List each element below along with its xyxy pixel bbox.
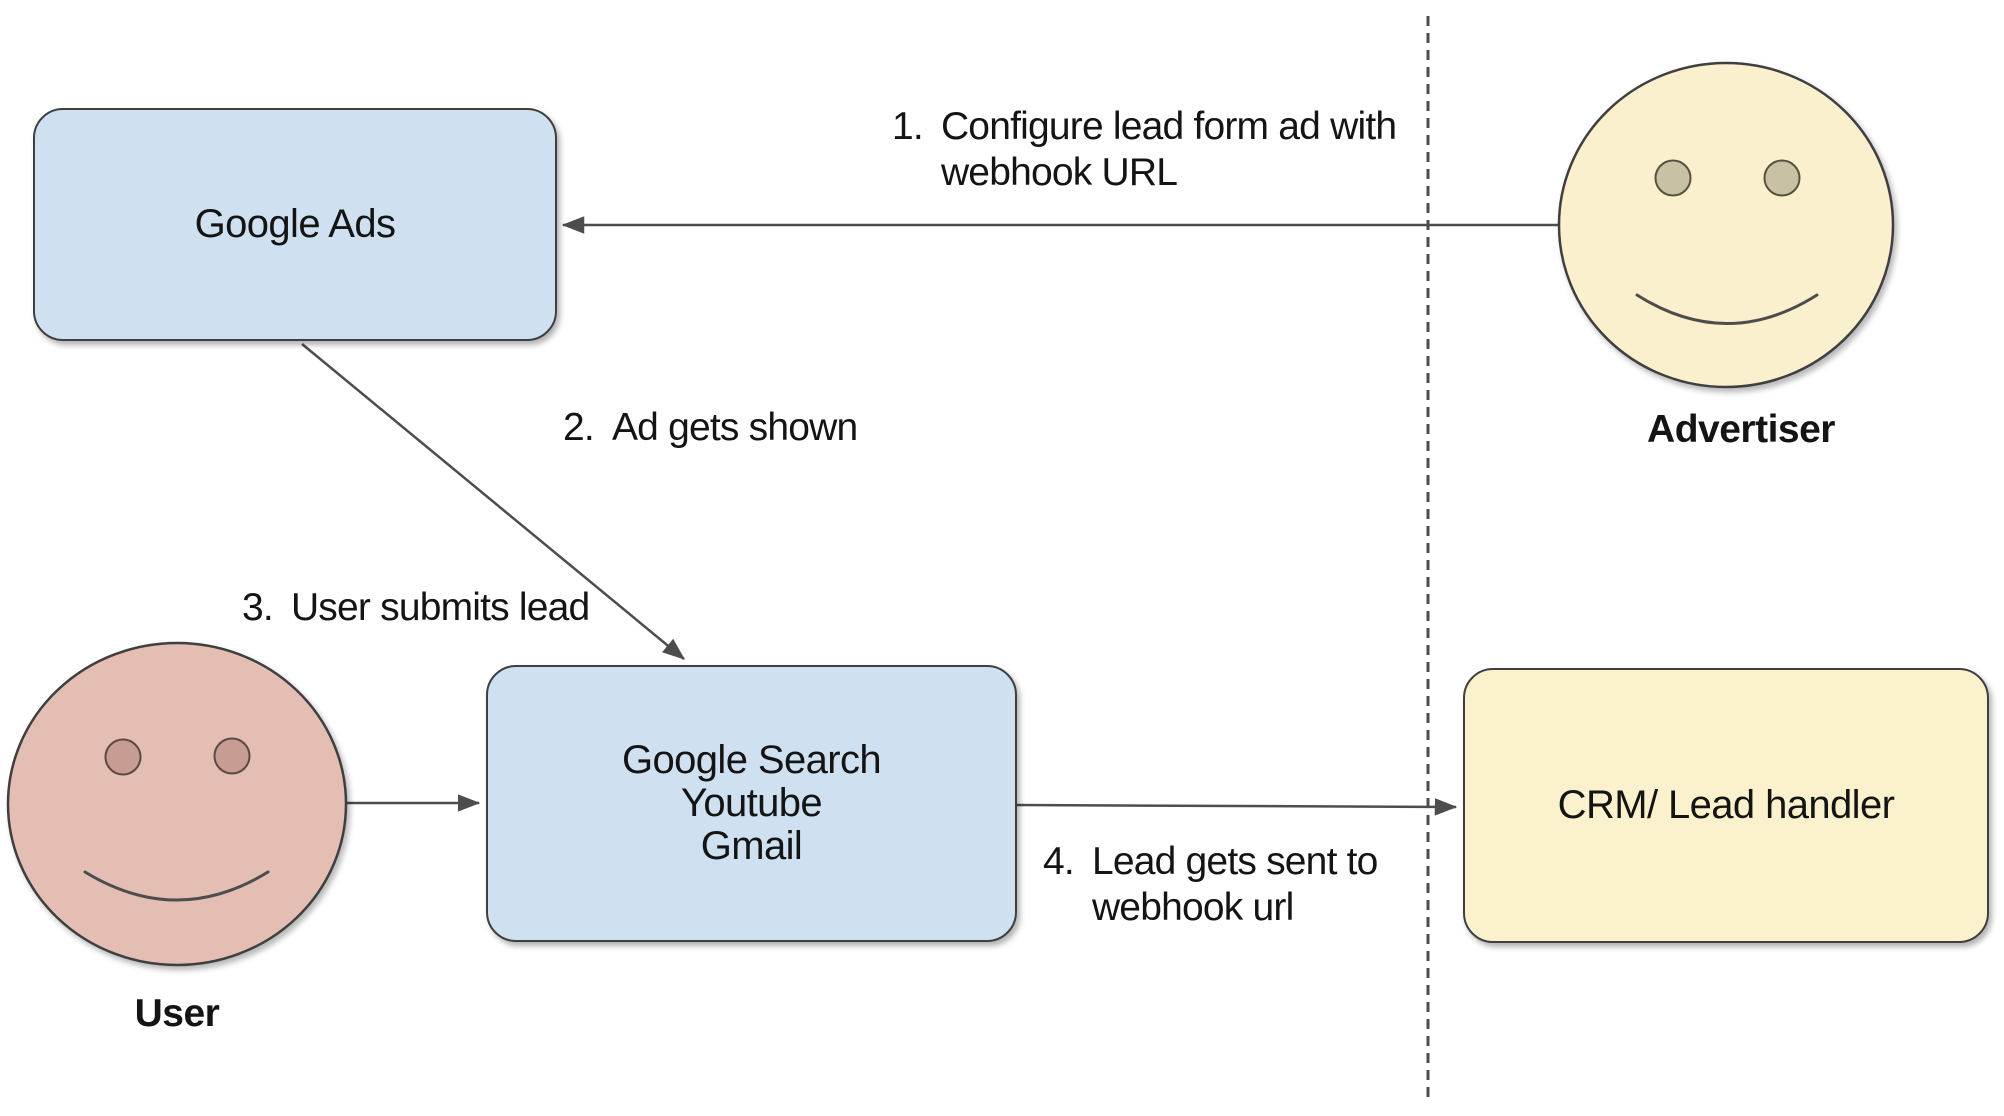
step-3-label: 3. User submits lead xyxy=(242,585,590,631)
google-surfaces-node: Google Search Youtube Gmail xyxy=(486,665,1017,942)
step-4-line2: webhook url xyxy=(1091,886,1294,929)
crm-label: CRM/ Lead handler xyxy=(1557,783,1895,827)
advertiser-head xyxy=(1557,61,1895,389)
user-caption: User xyxy=(134,992,220,1035)
surface-youtube-label: Youtube xyxy=(680,781,823,825)
user-left-eye-icon xyxy=(104,738,142,776)
step-4-label: 4. Lead gets sent to webhook url xyxy=(1043,839,1378,931)
advertiser-right-eye-icon xyxy=(1763,159,1801,197)
arrow-ad-gets-shown xyxy=(301,343,685,660)
crm-lead-handler-node: CRM/ Lead handler xyxy=(1463,668,1989,943)
advertiser-left-eye-icon xyxy=(1654,159,1692,197)
advertiser-caption: Advertiser xyxy=(1647,408,1835,451)
advertiser-face-icon xyxy=(1557,61,1895,389)
step-2-line1: Ad gets shown xyxy=(611,406,858,449)
step-1-number: 1. xyxy=(892,105,924,148)
step-4-line1: Lead gets sent to xyxy=(1091,840,1378,883)
user-right-eye-icon xyxy=(213,737,251,775)
surface-google-search-label: Google Search xyxy=(621,738,882,782)
user-head xyxy=(6,641,348,967)
step-3-line1: User submits lead xyxy=(290,586,590,629)
google-ads-node: Google Ads xyxy=(33,108,557,341)
step-3-number: 3. xyxy=(242,586,274,629)
step-1-line1: Configure lead form ad with xyxy=(940,105,1397,148)
user-smile-icon xyxy=(83,870,270,902)
advertiser-smile-icon xyxy=(1635,293,1819,325)
step-1-label: 1. Configure lead form ad with webhook U… xyxy=(892,104,1397,196)
step-4-number: 4. xyxy=(1043,840,1075,883)
step-2-number: 2. xyxy=(563,406,595,449)
step-2-label: 2. Ad gets shown xyxy=(563,405,858,451)
google-ads-label: Google Ads xyxy=(194,202,396,246)
arrow-lead-sent-to-webhook xyxy=(1016,798,1458,816)
step-1-line2: webhook URL xyxy=(940,151,1178,194)
surface-gmail-label: Gmail xyxy=(700,824,803,868)
user-face-icon xyxy=(6,641,348,967)
